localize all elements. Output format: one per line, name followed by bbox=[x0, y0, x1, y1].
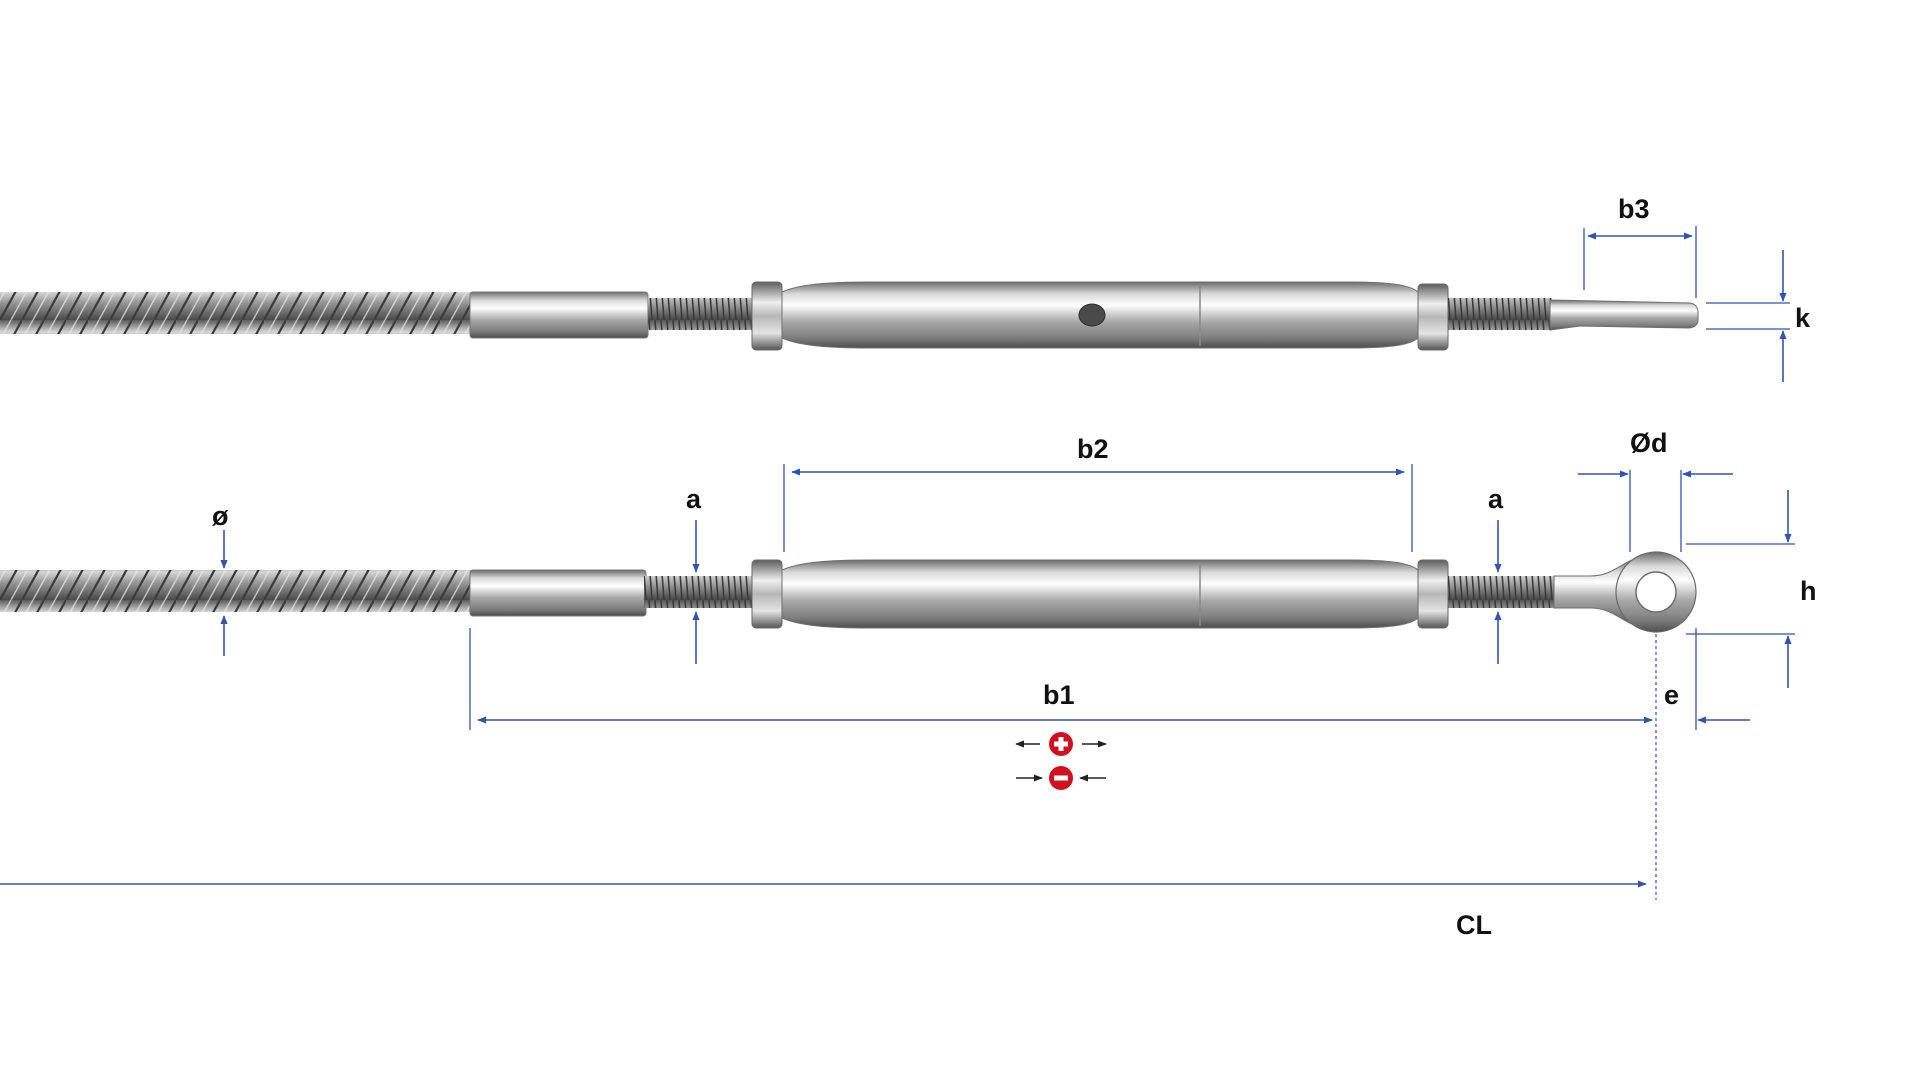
threaded-stud-left bbox=[644, 576, 754, 608]
lengthen-symbol bbox=[1015, 732, 1107, 756]
label-h: h bbox=[1800, 576, 1817, 606]
turnbuckle-top-view bbox=[0, 281, 1699, 351]
wire-rope bbox=[0, 292, 472, 334]
lock-nut-right bbox=[1417, 559, 1449, 629]
label-rope-diameter: ø bbox=[212, 501, 229, 531]
eye-hole bbox=[1635, 571, 1677, 613]
dimension-h: h bbox=[1686, 490, 1817, 688]
label-b3: b3 bbox=[1618, 194, 1650, 224]
dimension-a-right: a bbox=[1488, 484, 1504, 664]
dimension-cl: CL bbox=[0, 880, 1647, 940]
swage-sleeve bbox=[469, 569, 647, 617]
turnbuckle-body bbox=[781, 559, 1419, 629]
dimension-e: e bbox=[1664, 628, 1750, 730]
turnbuckle-bottom-view bbox=[0, 551, 1697, 633]
label-cl: CL bbox=[1456, 910, 1492, 940]
fork-terminal bbox=[1549, 299, 1699, 331]
label-a-left: a bbox=[686, 484, 702, 514]
label-eye-diameter: Ød bbox=[1630, 428, 1668, 458]
label-a-right: a bbox=[1488, 484, 1504, 514]
dimension-b2: b2 bbox=[783, 434, 1413, 552]
dimension-a-left: a bbox=[686, 484, 702, 664]
lock-nut-left bbox=[751, 281, 783, 351]
swage-sleeve bbox=[469, 291, 649, 339]
dimension-diameter-d: Ød bbox=[1578, 428, 1733, 552]
dimension-k: k bbox=[1706, 250, 1811, 382]
lock-nut-right bbox=[1417, 283, 1449, 351]
dimension-b1: b1 bbox=[469, 628, 1653, 730]
label-b2: b2 bbox=[1077, 434, 1109, 464]
threaded-stud-left bbox=[648, 298, 754, 330]
dimension-b3: b3 bbox=[1583, 194, 1697, 298]
body-hole bbox=[1078, 303, 1106, 327]
shorten-symbol bbox=[1016, 766, 1106, 790]
label-k: k bbox=[1795, 303, 1811, 333]
dimension-diameter-rope: ø bbox=[212, 501, 229, 656]
lock-nut-left bbox=[751, 559, 783, 629]
label-b1: b1 bbox=[1043, 680, 1075, 710]
threaded-stud-right bbox=[1448, 298, 1552, 330]
wire-rope bbox=[0, 570, 472, 612]
label-e: e bbox=[1664, 680, 1679, 710]
threaded-stud-right bbox=[1448, 576, 1556, 608]
